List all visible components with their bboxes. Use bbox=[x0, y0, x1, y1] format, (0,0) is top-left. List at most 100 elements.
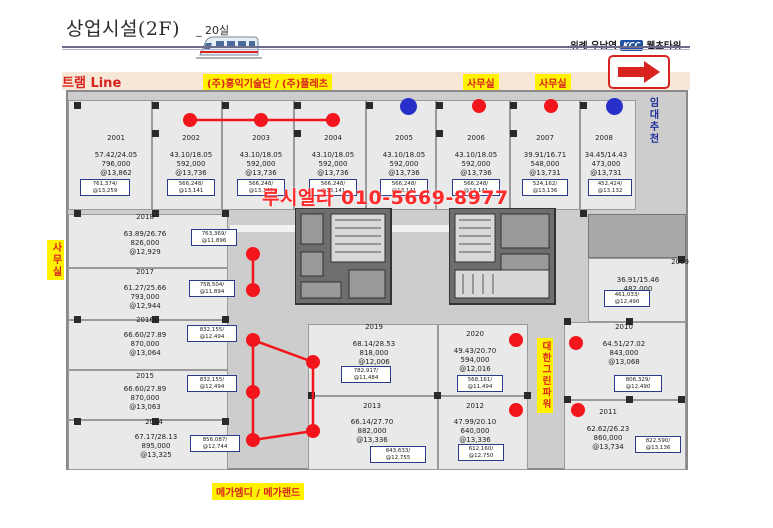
price-box: 566,248/@13,141 bbox=[452, 179, 500, 196]
unit-number: 2002 bbox=[182, 134, 200, 142]
unit-2019[interactable] bbox=[308, 324, 438, 396]
structural-column bbox=[366, 102, 373, 109]
unit-number: 2020 bbox=[466, 330, 484, 338]
vacant-marker bbox=[399, 97, 417, 115]
unit-number: 2008 bbox=[595, 134, 613, 142]
unit-number: 2017 bbox=[136, 268, 154, 276]
unit-number: 2012 bbox=[466, 402, 484, 410]
office-label-2006: 사무실 bbox=[463, 74, 499, 91]
unit-number: 2019 bbox=[365, 323, 383, 331]
structural-column bbox=[580, 210, 587, 217]
unit-number: 2009 bbox=[671, 258, 689, 266]
occupied-marker bbox=[306, 355, 320, 369]
vacant-marker bbox=[605, 97, 623, 115]
unit-number: 2001 bbox=[107, 134, 125, 142]
unit-number: 2007 bbox=[536, 134, 554, 142]
price-box: 843,633/@12,755 bbox=[370, 446, 426, 463]
title-divider-thin bbox=[62, 49, 690, 50]
structural-column bbox=[74, 316, 81, 323]
structural-column bbox=[564, 318, 571, 325]
structural-column bbox=[222, 418, 229, 425]
brand-kcc-logo: KCC bbox=[620, 39, 644, 51]
unit-number: 2013 bbox=[363, 402, 381, 410]
price-box: 806,329/@12,490 bbox=[614, 375, 662, 392]
price-box: 452,424/@13,132 bbox=[588, 179, 632, 196]
contact-watermark: 루시엘라 010-5669-8977 bbox=[262, 187, 509, 209]
structural-column bbox=[222, 210, 229, 217]
occupied-marker bbox=[306, 424, 320, 438]
office-label-2007: 사무실 bbox=[535, 74, 571, 91]
occupied-marker bbox=[246, 433, 260, 447]
structural-column bbox=[152, 210, 159, 217]
occupied-marker bbox=[544, 99, 558, 113]
price-box: 566,248/@13,141 bbox=[167, 179, 215, 196]
price-box: 566,248/@13,141 bbox=[237, 179, 285, 196]
structural-column bbox=[510, 102, 517, 109]
structural-column bbox=[626, 318, 633, 325]
structural-column bbox=[222, 316, 229, 323]
unit-number: 2016 bbox=[136, 316, 154, 324]
occupied-marker bbox=[246, 247, 260, 261]
structural-column bbox=[678, 256, 685, 263]
price-box: 763,369/@11,896 bbox=[191, 229, 237, 246]
unit-number: 2003 bbox=[252, 134, 270, 142]
occupied-marker bbox=[254, 113, 268, 127]
occupied-marker bbox=[571, 403, 585, 417]
title-divider bbox=[62, 46, 690, 48]
structural-column bbox=[74, 210, 81, 217]
price-box: 568,161/@11,494 bbox=[457, 375, 503, 392]
unit-2011[interactable] bbox=[564, 400, 686, 470]
lease-recommend-label: 임대추천 bbox=[647, 97, 658, 145]
occupied-marker bbox=[183, 113, 197, 127]
structural-column bbox=[152, 130, 159, 137]
core-left-structure bbox=[295, 208, 392, 305]
price-box: 832,155/@12,494 bbox=[187, 375, 237, 392]
occupied-marker bbox=[569, 336, 583, 350]
price-box: 758,504/@11,894 bbox=[189, 280, 235, 297]
occupied-marker bbox=[509, 403, 523, 417]
price-box: 612,160/@12,750 bbox=[458, 444, 504, 461]
structural-column bbox=[580, 102, 587, 109]
page-subtitle: _ 20실 bbox=[196, 24, 230, 37]
occupied-marker bbox=[246, 385, 260, 399]
tenant-label-center: 대한그린파워 bbox=[537, 338, 553, 413]
price-box: 832,155/@12,494 bbox=[187, 325, 237, 342]
occupied-marker bbox=[509, 333, 523, 347]
unit-number: 2005 bbox=[395, 134, 413, 142]
structural-column bbox=[74, 102, 81, 109]
structural-column bbox=[564, 396, 571, 403]
structural-column bbox=[626, 396, 633, 403]
unit-number: 2010 bbox=[615, 323, 633, 331]
occupied-marker bbox=[326, 113, 340, 127]
price-box: 782,917/@11,484 bbox=[341, 366, 391, 383]
structural-column bbox=[152, 102, 159, 109]
structural-column bbox=[294, 102, 301, 109]
structural-column bbox=[222, 102, 229, 109]
unit-number: 2004 bbox=[324, 134, 342, 142]
price-box: 566,248/@13,141 bbox=[309, 179, 357, 196]
tenant-label-bottom: 메가엠디 / 메가랜드 bbox=[212, 483, 305, 500]
unit-number: 2018 bbox=[136, 213, 154, 221]
occupied-marker bbox=[472, 99, 486, 113]
unit-number: 2014 bbox=[145, 418, 163, 426]
structural-column bbox=[74, 418, 81, 425]
structural-column bbox=[524, 392, 531, 399]
office-label-left: 사무실 bbox=[47, 240, 64, 280]
restroom-block bbox=[588, 214, 686, 258]
structural-column bbox=[434, 392, 441, 399]
